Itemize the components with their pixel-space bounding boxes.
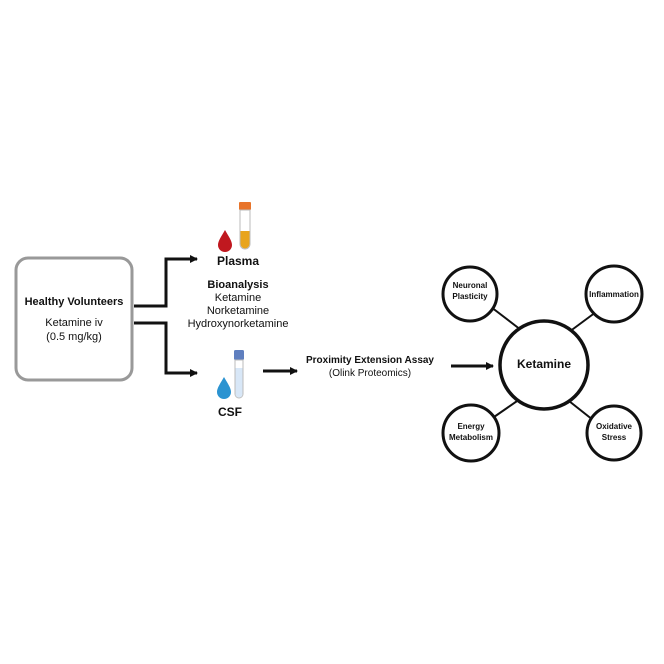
ketamine-center-node — [498, 319, 590, 411]
node-label-inflammation: Inflammation — [589, 290, 639, 299]
bioanalysis-item: Ketamine — [214, 292, 262, 304]
node-label-metabolism: Metabolism — [448, 433, 493, 442]
node-oxidative-stress — [585, 404, 643, 462]
plasma-label: Plasma — [216, 254, 260, 268]
volunteers-box — [14, 256, 134, 382]
node-label-stress: Stress — [601, 433, 627, 442]
bioanalysis-item: Hydroxynorketamine — [187, 318, 289, 330]
node-label-plasticity: Plasticity — [452, 292, 488, 301]
csf-label: CSF — [218, 405, 242, 419]
spoke-energy-metabolism — [493, 398, 521, 418]
assay-subtitle: (Olink Proteomics) — [328, 368, 412, 379]
node-label-energy: Energy — [457, 422, 485, 431]
plasma-tube-icon — [239, 202, 251, 250]
volunteers-dose-line2: (0.5 mg/kg) — [46, 331, 102, 343]
bioanalysis-item: Norketamine — [206, 305, 270, 317]
spoke-neuronal-plasticity — [490, 306, 522, 331]
node-neuronal-plasticity — [441, 265, 499, 323]
node-inflammation — [584, 264, 644, 324]
assay-title: Proximity Extension Assay — [305, 355, 434, 366]
node-label-neuronal: Neuronal — [452, 281, 488, 290]
arrow-to-csf — [134, 321, 198, 377]
arrow-to-plasma — [134, 255, 198, 308]
csf-tube-icon — [234, 350, 244, 399]
bioanalysis-title: Bioanalysis — [207, 279, 269, 291]
ketamine-center-label: Ketamine — [516, 357, 572, 371]
volunteers-dose-line1: Ketamine iv — [45, 317, 103, 329]
node-energy-metabolism — [441, 403, 501, 463]
node-label-oxidative: Oxidative — [595, 422, 632, 431]
spoke-inflammation — [568, 311, 597, 333]
blood-drop-icon — [218, 230, 232, 252]
volunteers-title: Healthy Volunteers — [24, 296, 124, 308]
spoke-oxidative-stress — [568, 400, 594, 421]
csf-drop-icon — [217, 377, 231, 399]
